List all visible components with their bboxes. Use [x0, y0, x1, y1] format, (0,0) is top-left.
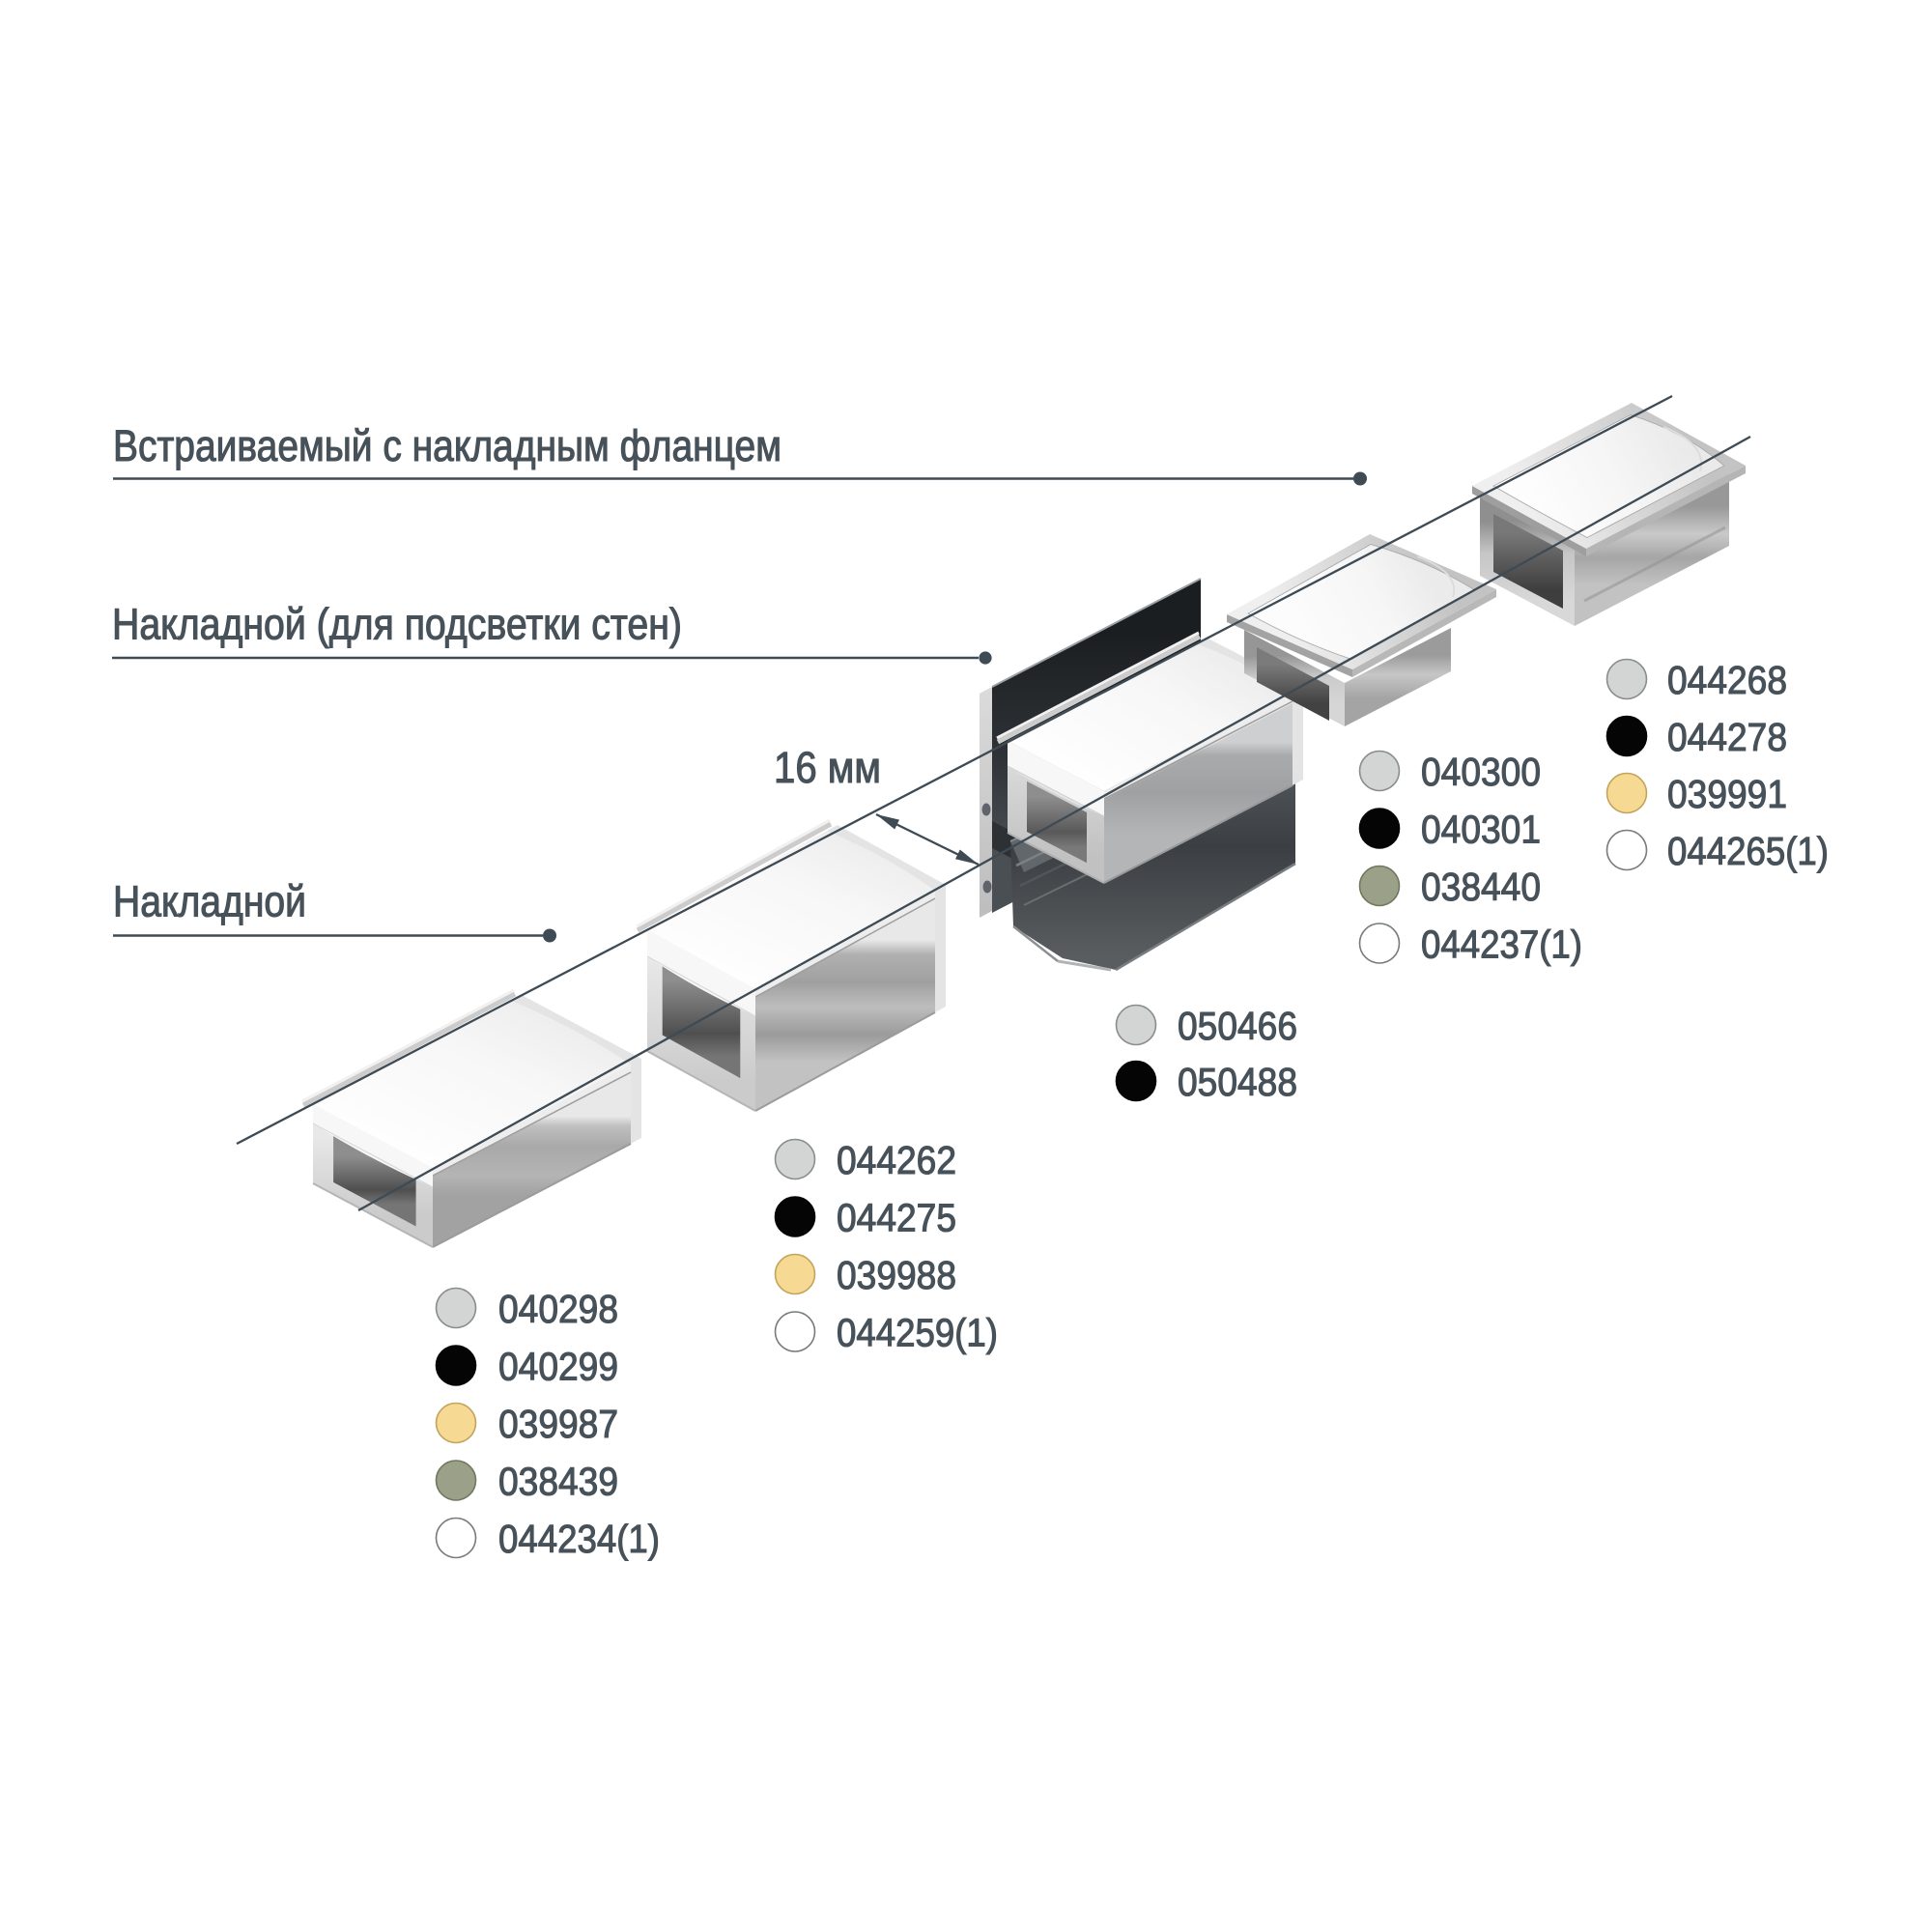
svg-text:044278: 044278 [1667, 715, 1787, 759]
svg-text:Накладной (для подсветки стен): Накладной (для подсветки стен) [112, 600, 682, 649]
svg-text:16 мм: 16 мм [774, 743, 881, 792]
svg-text:040301: 040301 [1421, 808, 1541, 852]
svg-text:038440: 038440 [1421, 865, 1541, 909]
svg-text:044259(1): 044259(1) [837, 1311, 998, 1355]
svg-text:044262: 044262 [837, 1138, 956, 1182]
svg-text:050466: 050466 [1178, 1004, 1297, 1048]
svg-text:040298: 040298 [498, 1287, 618, 1331]
svg-text:040300: 040300 [1421, 750, 1541, 794]
svg-text:Встраиваемый с накладным фланц: Встраиваемый с накладным фланцем [113, 421, 781, 470]
svg-text:038439: 038439 [498, 1460, 618, 1504]
svg-text:050488: 050488 [1178, 1060, 1297, 1104]
svg-text:044265(1): 044265(1) [1667, 829, 1829, 873]
svg-text:044275: 044275 [837, 1196, 956, 1240]
svg-text:Накладной: Накладной [113, 877, 306, 926]
svg-text:040299: 040299 [498, 1345, 618, 1389]
svg-text:039988: 039988 [837, 1253, 956, 1297]
svg-text:039991: 039991 [1667, 772, 1787, 816]
svg-text:044237(1): 044237(1) [1421, 923, 1582, 967]
svg-text:044268: 044268 [1667, 658, 1787, 702]
svg-text:044234(1): 044234(1) [498, 1517, 660, 1561]
svg-text:039987: 039987 [498, 1402, 618, 1446]
